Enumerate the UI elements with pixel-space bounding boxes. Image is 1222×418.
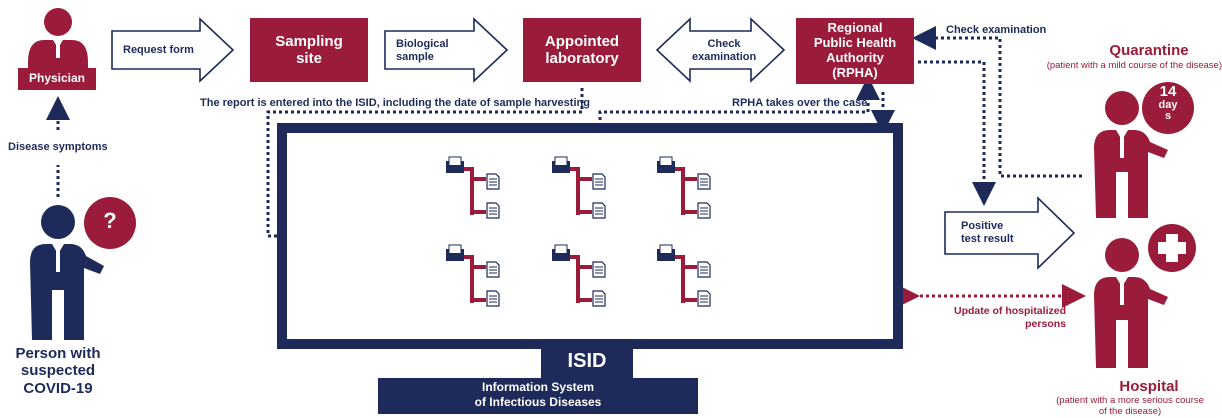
physician-label: Physician xyxy=(18,68,96,90)
rpha-box: Regional Public Health Authority (RPHA) xyxy=(796,18,914,84)
quarantine-figure xyxy=(1094,82,1194,218)
update-hospitalized-label: Update of hospitalized persons xyxy=(953,305,1066,330)
appointed-laboratory-box: Appointed laboratory xyxy=(523,18,641,82)
isid-full-name: Information System of Infectious Disease… xyxy=(474,380,602,409)
person-figure xyxy=(30,197,136,340)
isid-acronym: ISID xyxy=(567,350,607,372)
positive-result-label: Positive test result xyxy=(961,220,1014,245)
quarantine-days-badge: 14 day s xyxy=(1158,83,1178,123)
arrow-positive-result xyxy=(944,196,1076,270)
arrow-request-form xyxy=(111,17,235,83)
quarantine-title: Quarantine xyxy=(1109,42,1189,59)
disease-symptoms-label: Disease symptoms xyxy=(8,141,108,153)
person-caption: Person with suspected COVID-19 xyxy=(15,345,101,397)
rpha-takes-over-label: RPHA takes over the case xyxy=(732,97,868,109)
biological-sample-label: Biological sample xyxy=(396,38,449,63)
check-examination-right-label: Check examination xyxy=(946,24,1047,36)
arrow-biological-sample xyxy=(384,17,509,83)
hospital-title: Hospital xyxy=(1119,378,1179,395)
physician-figure xyxy=(28,8,88,68)
arrow-check-examination-mid xyxy=(655,17,786,83)
hospital-figure xyxy=(1094,224,1196,368)
quarantine-subtitle: (patient with a mild course of the disea… xyxy=(1046,60,1222,71)
check-examination-mid-label: Check examination xyxy=(692,38,757,63)
report-entered-label: The report is entered into the ISID, inc… xyxy=(200,97,590,109)
request-form-label: Request form xyxy=(123,44,194,56)
isid-monitor xyxy=(277,123,903,414)
person-question-badge: ? xyxy=(103,208,117,233)
sampling-site-box: Sampling site xyxy=(250,18,368,82)
hospital-subtitle: (patient with a more serious course of t… xyxy=(1056,395,1204,417)
